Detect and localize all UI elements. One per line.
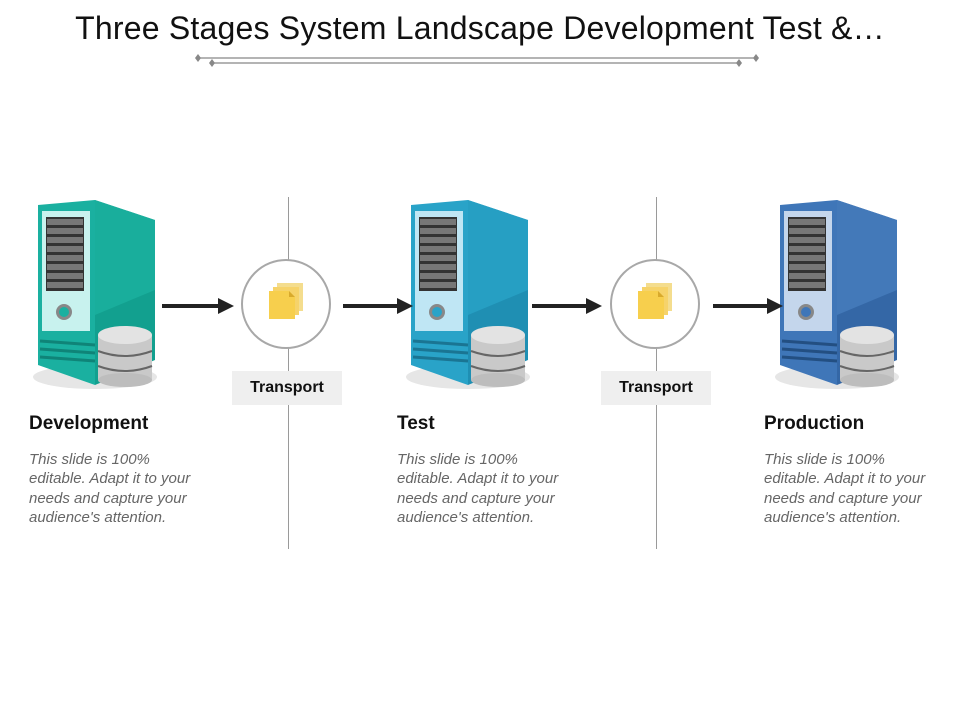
production-server-icon — [775, 200, 899, 389]
arrow-right-icon — [343, 298, 413, 314]
stage-description-development: This slide is 100% editable. Adapt it to… — [29, 451, 191, 526]
transport-label-1: Transport — [232, 371, 342, 405]
arrow-right-icon — [162, 298, 234, 314]
stage-title-test: Test — [397, 413, 435, 434]
documents-icon — [269, 283, 303, 319]
stage-description-production: This slide is 100% editable. Adapt it to… — [764, 451, 926, 526]
slide-title: Three Stages System Landscape Developmen… — [75, 10, 885, 46]
documents-icon — [638, 283, 672, 319]
development-server-icon — [33, 200, 157, 389]
title-divider — [195, 54, 759, 67]
arrow-right-icon — [532, 298, 602, 314]
test-server-icon — [406, 200, 530, 389]
stage-title-production: Production — [764, 413, 865, 434]
arrow-right-icon — [713, 298, 783, 314]
transport-node-1 — [241, 259, 331, 349]
stage-description-test: This slide is 100% editable. Adapt it to… — [397, 451, 559, 526]
transport-node-2 — [610, 259, 700, 349]
stage-title-development: Development — [29, 413, 149, 434]
transport-label-2: Transport — [601, 371, 711, 405]
